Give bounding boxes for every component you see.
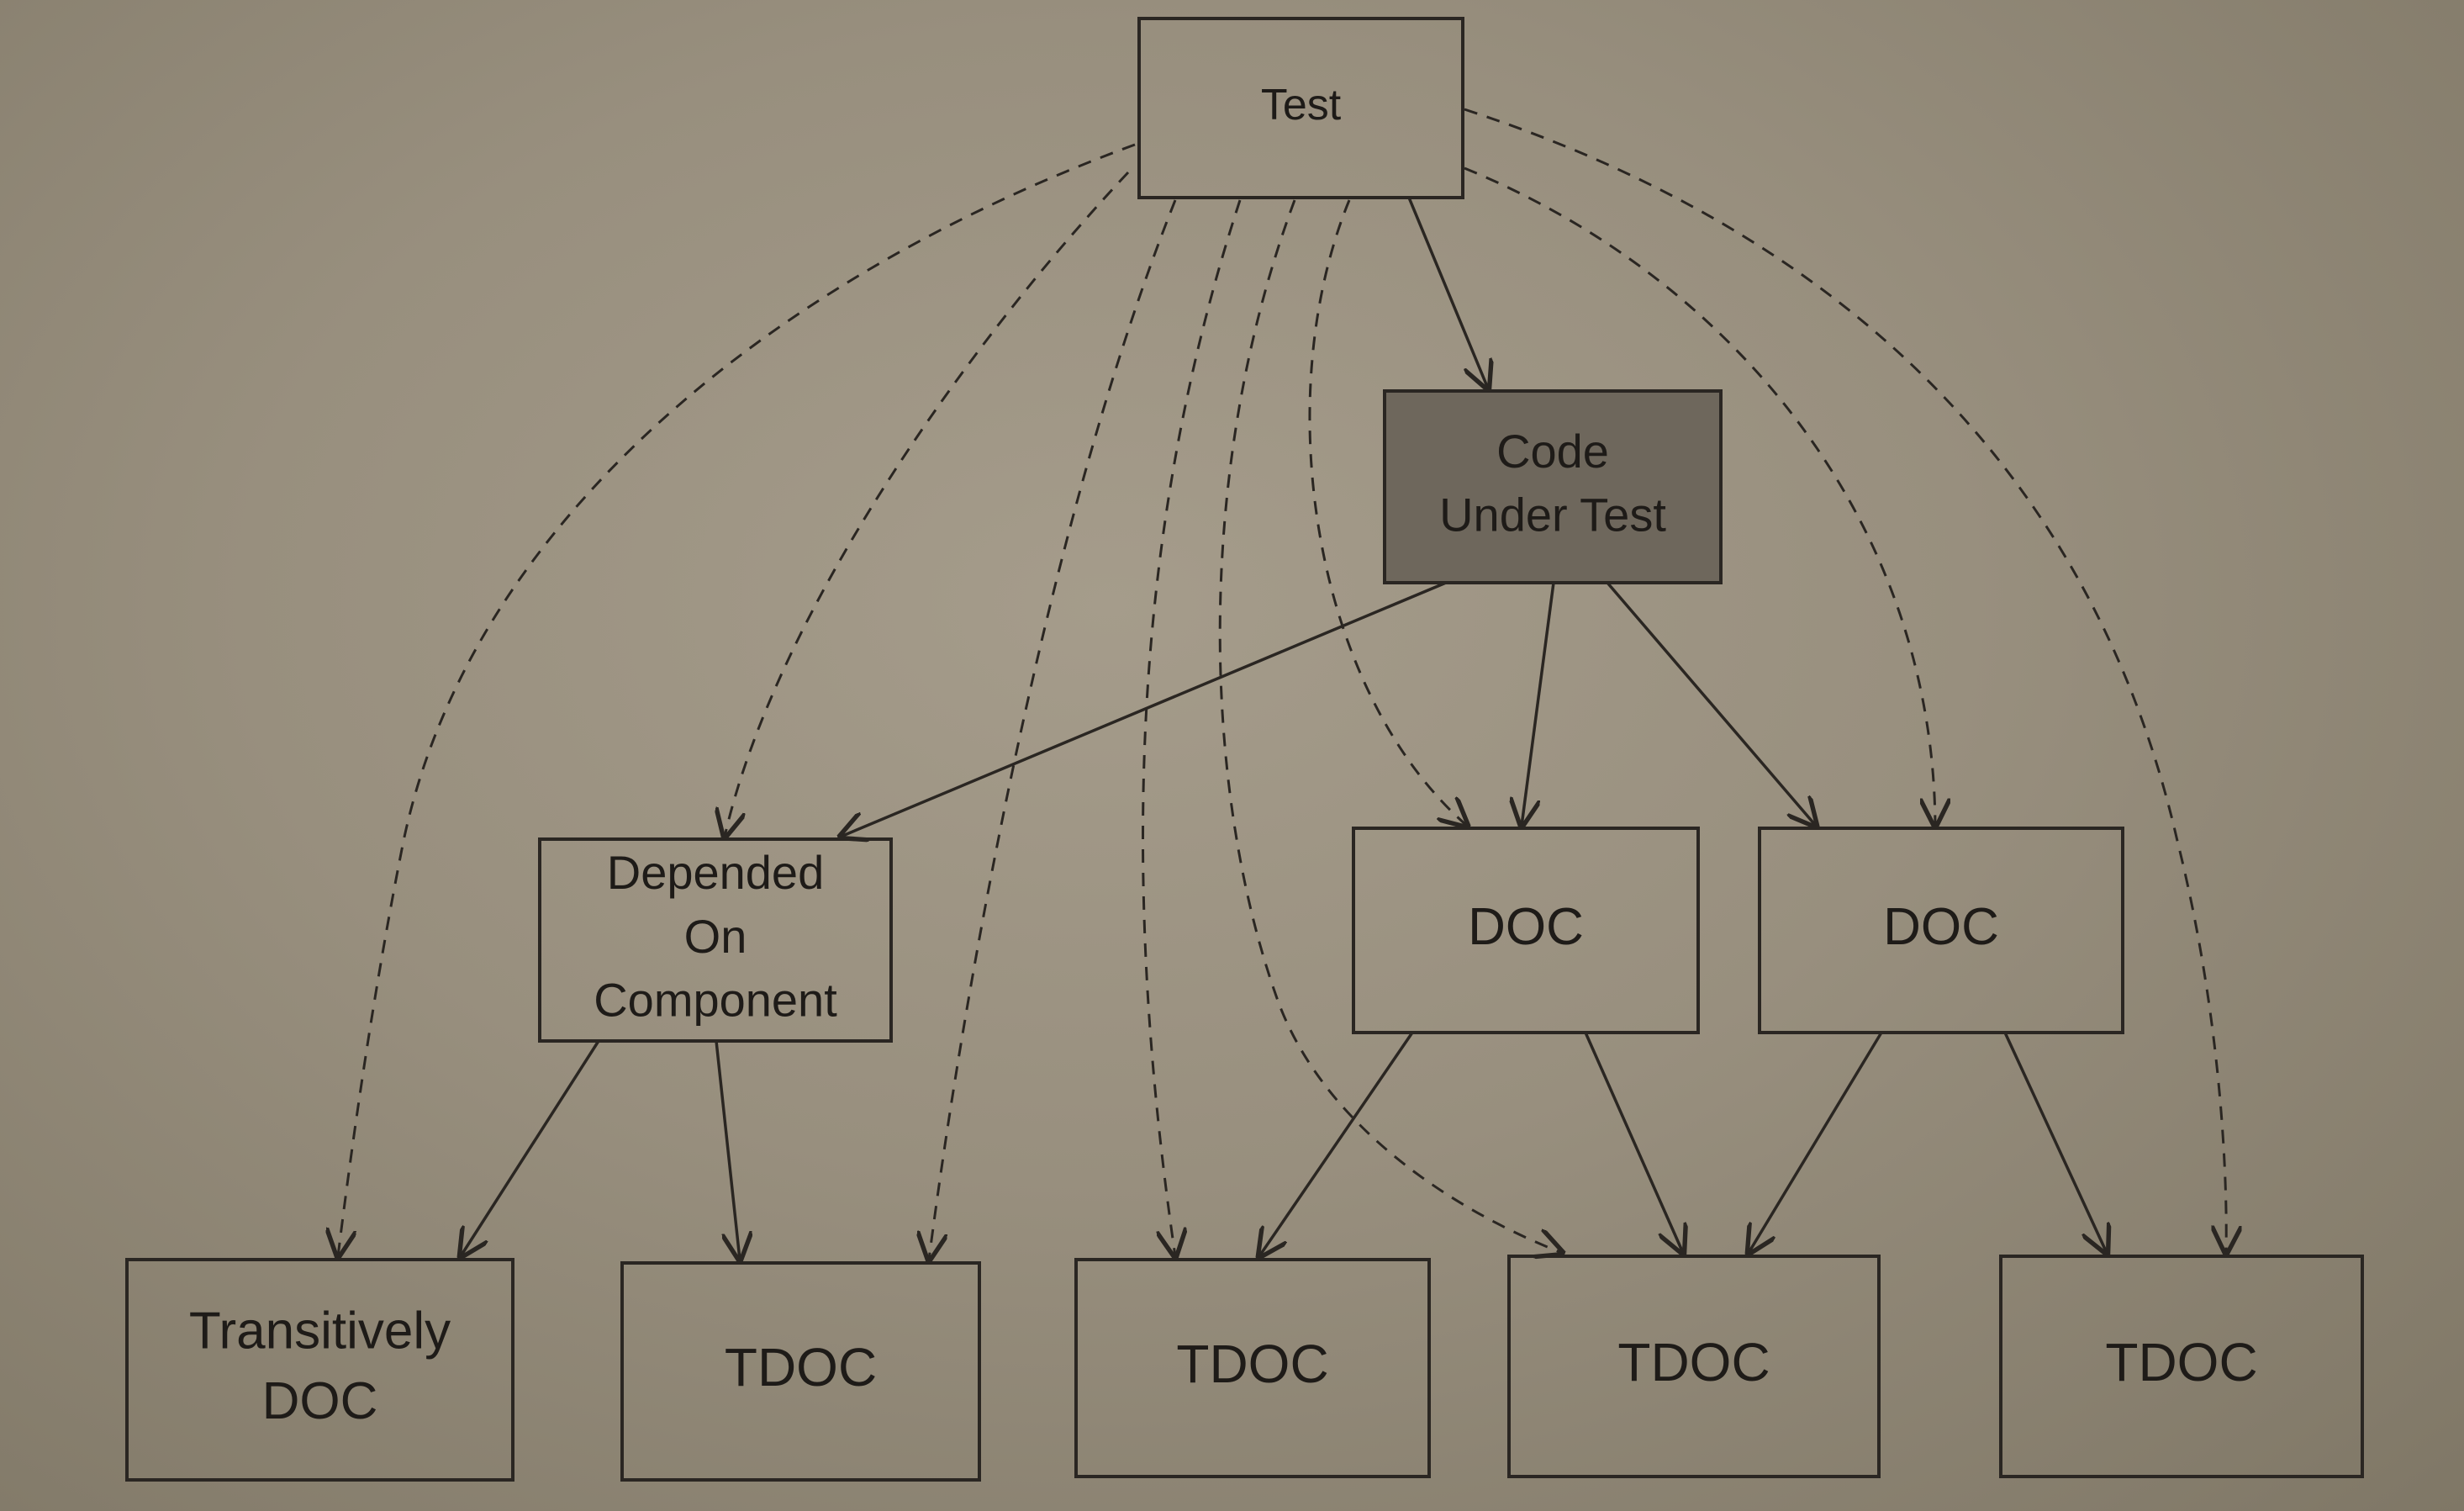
- node-box-tdoc-1: [620, 1261, 981, 1482]
- edge-test-to-tdoc-3-dashed: [1218, 199, 1562, 1253]
- node-label-tdoc-1-line-1: TDOC: [725, 1337, 877, 1397]
- edge-code-under-test-to-depended-on-component: [841, 581, 1447, 837]
- edge-doc-1-to-tdoc-2: [1259, 1032, 1414, 1256]
- node-doc-1: DOC: [1352, 827, 1700, 1034]
- node-box-doc-1: [1352, 827, 1700, 1034]
- node-tdoc-2: TDOC: [1074, 1258, 1431, 1478]
- node-box-doc-2: [1758, 827, 2124, 1034]
- edge-test-to-doc-1-dashed: [1308, 199, 1467, 826]
- edge-test-to-transitively-doc-dashed: [338, 143, 1136, 1256]
- edge-depended-on-component-to-tdoc-1: [715, 1040, 740, 1260]
- node-box-code-under-test: [1383, 389, 1723, 584]
- node-label-tdoc-3-line-1: TDOC: [1617, 1332, 1770, 1392]
- edge-depended-on-component-to-transitively-doc: [461, 1040, 600, 1256]
- edge-test-to-code-under-test: [1407, 197, 1488, 388]
- node-label-doc-2-line-1: DOC: [1883, 898, 1999, 956]
- node-test: Test: [1137, 17, 1464, 199]
- node-label-doc-1-line-1: DOC: [1468, 898, 1584, 956]
- node-label-test-line-1: Test: [1261, 81, 1342, 129]
- node-label-tdoc-2-line-1: TDOC: [1176, 1334, 1328, 1394]
- edge-test-to-tdoc-2-dashed: [1142, 199, 1242, 1256]
- node-tdoc-3: TDOC: [1507, 1255, 1881, 1478]
- node-doc-2: DOC: [1758, 827, 2124, 1034]
- edge-code-under-test-to-doc-1: [1522, 582, 1555, 826]
- edge-doc-2-to-tdoc-3: [1749, 1032, 1883, 1253]
- edge-code-under-test-to-doc-2: [1606, 581, 1816, 826]
- node-label-tdoc-4-line-1: TDOC: [2105, 1332, 2257, 1392]
- node-tdoc-1: TDOC: [620, 1261, 981, 1482]
- node-label-code-under-test-line-2: Under Test: [1439, 489, 1666, 542]
- node-label-depended-on-component-line-3: Component: [594, 973, 837, 1026]
- edge-test-to-tdoc-1-dashed: [929, 199, 1177, 1260]
- edges-layer: [338, 108, 2226, 1260]
- edge-test-to-tdoc-4-dashed: [1464, 108, 2226, 1253]
- node-label-transitively-doc-line-2: DOC: [262, 1372, 378, 1430]
- node-tdoc-4: TDOC: [1999, 1255, 2364, 1478]
- node-label-code-under-test-line-1: Code: [1496, 425, 1609, 478]
- node-box-depended-on-component: [538, 837, 893, 1043]
- edge-test-to-depended-on-component-dashed: [725, 171, 1130, 837]
- node-box-test: [1137, 17, 1464, 199]
- node-box-tdoc-2: [1074, 1258, 1431, 1478]
- node-box-tdoc-3: [1507, 1255, 1881, 1478]
- node-label-depended-on-component-line-1: Depended: [607, 846, 824, 899]
- node-label-depended-on-component-line-2: On: [684, 910, 747, 963]
- node-label-transitively-doc-line-1: Transitively: [189, 1302, 451, 1360]
- node-box-transitively-doc: [125, 1258, 514, 1482]
- edge-doc-2-to-tdoc-4: [2003, 1032, 2107, 1253]
- node-box-tdoc-4: [1999, 1255, 2364, 1478]
- edge-test-to-doc-2-dashed: [1464, 166, 1935, 826]
- edge-doc-1-to-tdoc-3: [1584, 1032, 1683, 1253]
